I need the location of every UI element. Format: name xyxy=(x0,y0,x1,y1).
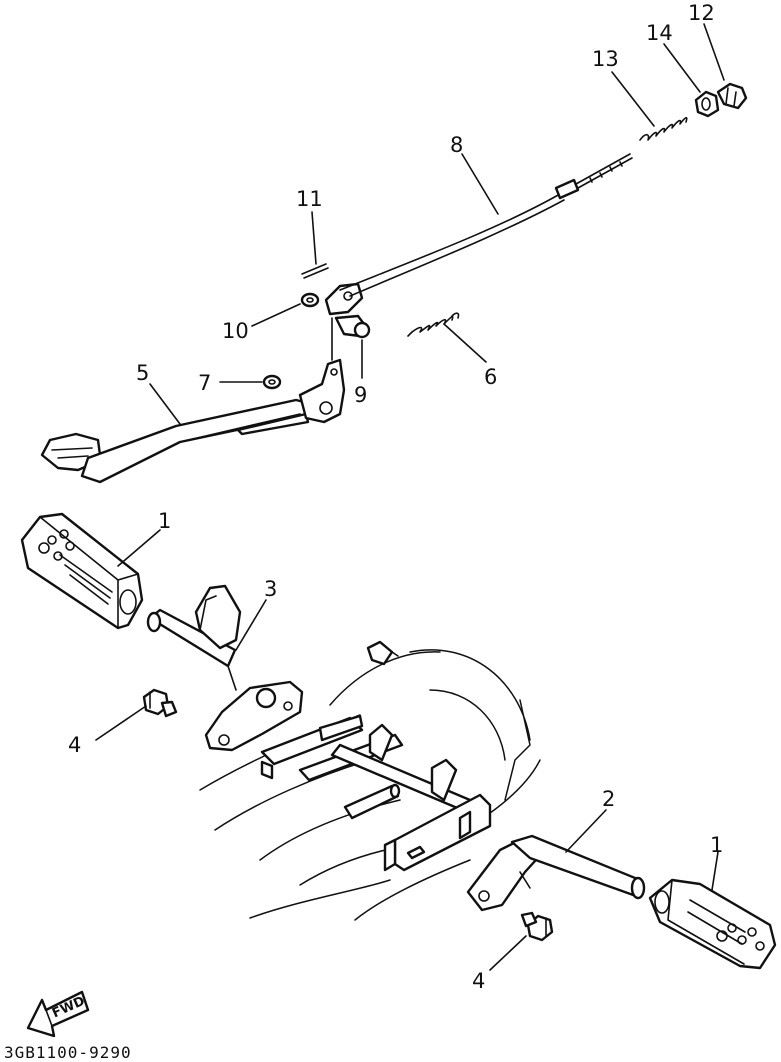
callout-7: 7 xyxy=(198,371,211,395)
brake-pedal xyxy=(40,358,346,484)
callout-5: 5 xyxy=(136,361,149,385)
callout-14: 14 xyxy=(646,21,673,45)
spring-seat xyxy=(694,90,720,118)
callout-8: 8 xyxy=(450,133,463,157)
frame-crossmember xyxy=(260,714,492,872)
footrest-right xyxy=(648,878,777,970)
callout-3: 3 xyxy=(264,577,277,601)
cotter-washer xyxy=(300,292,320,308)
callout-10: 10 xyxy=(222,319,249,343)
frame-cap-stub xyxy=(366,640,399,666)
bolt-left xyxy=(142,688,178,718)
footrest-left xyxy=(20,512,144,630)
cotter-pin xyxy=(301,263,329,279)
adjusting-nut xyxy=(716,82,748,110)
callout-12: 12 xyxy=(688,1,715,25)
washer xyxy=(262,374,282,390)
forward-direction-arrow: FWD xyxy=(26,990,90,1038)
brake-rod xyxy=(324,153,633,316)
rod-spring xyxy=(639,116,688,141)
callout-9: 9 xyxy=(354,383,367,407)
clevis-pin xyxy=(334,314,371,339)
drawing-code: 3GB1100-9290 xyxy=(4,1043,132,1062)
return-spring xyxy=(407,312,460,337)
bracket-right xyxy=(466,834,646,912)
callout-6: 6 xyxy=(484,365,497,389)
callout-labels: 1 1 2 3 4 4 5 6 7 8 9 10 11 12 13 14 xyxy=(68,1,723,993)
callout-4-left: 4 xyxy=(68,733,81,757)
callout-11: 11 xyxy=(296,187,323,211)
leader-lines xyxy=(95,23,725,971)
callout-1-left: 1 xyxy=(158,509,171,533)
callout-4-right: 4 xyxy=(472,969,485,993)
callout-13: 13 xyxy=(592,47,619,71)
callout-2: 2 xyxy=(602,787,615,811)
bolt-right xyxy=(520,911,554,942)
bracket-left xyxy=(146,584,304,752)
callout-1-right: 1 xyxy=(710,833,723,857)
